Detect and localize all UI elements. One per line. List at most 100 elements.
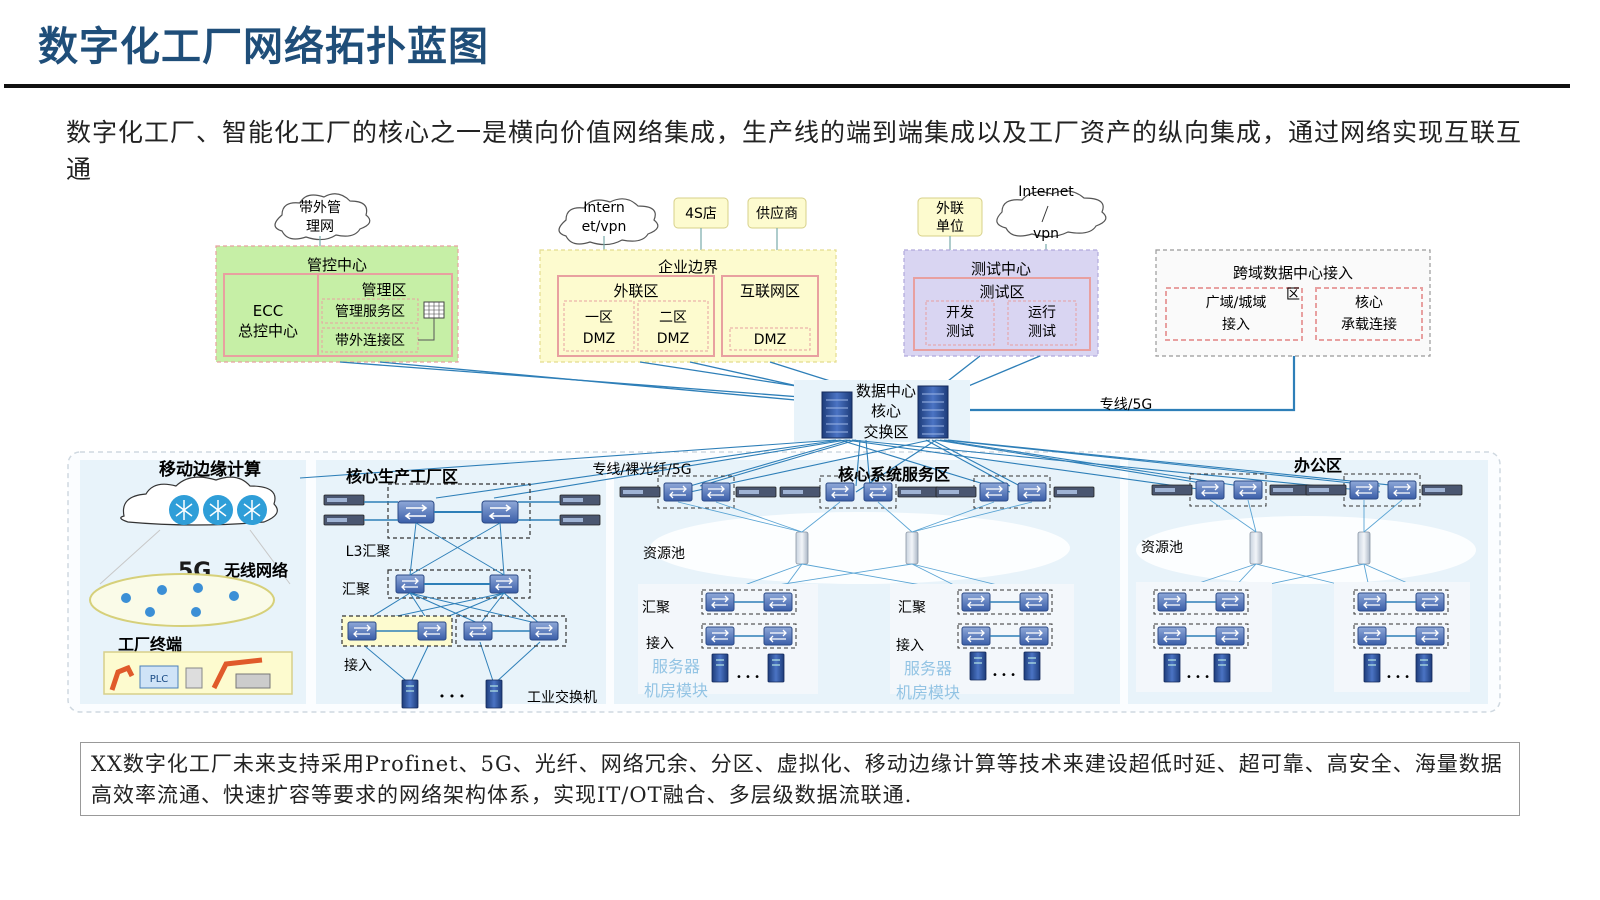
ecc-line1: ECC xyxy=(253,302,283,320)
office-access-switch-2 xyxy=(1215,626,1245,646)
office-pool-label: 资源池 xyxy=(1141,540,1183,556)
mec-label: 移动边缘计算 xyxy=(159,459,261,480)
summary-text: XX数字化工厂未来支持采用Profinet、5G、光纤、网络冗余、分区、虚拟化、… xyxy=(80,742,1520,816)
prod-access-switch-4 xyxy=(529,621,559,641)
dedicated-5g-link-label: 专线/5G xyxy=(1100,397,1152,413)
core-svc-resource-pool-cloud xyxy=(650,512,1070,584)
core-svc-switch-4 xyxy=(863,482,893,502)
office-access-switch-4 xyxy=(1415,626,1445,646)
industrial-robot-icon xyxy=(211,657,271,690)
dev-test-line1: 开发 xyxy=(946,305,974,321)
office-rack-2 xyxy=(1269,484,1311,496)
prod-agg-switch-2 xyxy=(489,574,519,594)
test-zone-label: 测试区 xyxy=(979,283,1024,301)
oob-zone-label: 带外连接区 xyxy=(335,332,405,349)
cross-dc-zone-char: 区 xyxy=(1286,287,1300,303)
wireless-coverage xyxy=(89,573,275,627)
prod-rack-2 xyxy=(323,514,365,526)
oob-network-cloud: 带外管 理网 xyxy=(274,193,371,241)
zone2-line1: 二区 xyxy=(659,310,687,326)
test-center: 测试中心 测试区 开发 测试 运行 测试 xyxy=(903,249,1099,357)
enterprise-border-label: 企业边界 xyxy=(658,258,718,276)
dc-core-switch-left xyxy=(821,391,853,439)
office-section: 办公区 资源池 xyxy=(1136,456,1476,692)
title-divider xyxy=(4,84,1570,88)
robot-arm-icon xyxy=(109,664,135,691)
industrial-switch-1 xyxy=(401,679,419,709)
office-server-4 xyxy=(1415,653,1433,683)
core-svc-rack-1 xyxy=(619,486,661,498)
core-svc-dots-1: • • • xyxy=(736,672,760,683)
ops-test-line1: 运行 xyxy=(1028,305,1056,321)
office-agg-switch-2 xyxy=(1215,592,1245,612)
core-svc-server-4 xyxy=(1023,651,1041,681)
shop-4s-box: 4S店 xyxy=(673,197,729,229)
internet-cloud: Internet vpn xyxy=(996,184,1107,242)
uplink-lines xyxy=(339,355,1296,412)
core-svc-pool-server-2 xyxy=(905,531,919,565)
office-resource-pool-cloud xyxy=(1136,516,1476,584)
prod-access-switch-2 xyxy=(417,621,447,641)
production-label: 核心生产工厂区 xyxy=(346,467,458,486)
mec-section: 移动边缘计算 5G 无线网络 工厂终端 PLC xyxy=(89,459,293,695)
prod-rack-1 xyxy=(323,494,365,506)
ext-zone-label: 外联区 xyxy=(613,282,658,300)
core-svc-agg-switch-3 xyxy=(961,592,991,612)
page-title: 数字化工厂网络拓扑蓝图 xyxy=(38,24,489,70)
office-switch-3 xyxy=(1349,480,1379,500)
dc-core-line1: 数据中心 xyxy=(856,382,916,400)
industrial-switch-2 xyxy=(485,679,503,709)
core-svc-rack-5 xyxy=(935,486,977,498)
intro-text: 数字化工厂、智能化工厂的核心之一是横向价值网络集成，生产线的端到端集成以及工厂资… xyxy=(66,118,1523,184)
wireless-network-label: 无线网络 xyxy=(223,561,288,580)
prod-agg-switch-1 xyxy=(395,574,425,594)
office-dots-2: • • • xyxy=(1386,672,1410,683)
wan-line1: 广域/城域 xyxy=(1206,295,1267,311)
core-svc-server-3 xyxy=(969,651,987,681)
core-svc-switch-6 xyxy=(1017,482,1047,502)
prod-rack-4 xyxy=(559,514,601,526)
core-services-label: 核心系统服务区 xyxy=(838,465,950,484)
core-svc-pool-label: 资源池 xyxy=(643,546,685,562)
core-svc-access-switch-4 xyxy=(1019,626,1049,646)
plc-text: PLC xyxy=(150,674,169,685)
core-svc-agg-label-1: 汇聚 xyxy=(642,600,670,616)
office-rack-1 xyxy=(1151,484,1193,496)
core-svc-pool-server-1 xyxy=(795,531,809,565)
server-module-line1-b: 服务器 xyxy=(904,659,952,678)
core-svc-dots-2: • • • xyxy=(992,670,1016,681)
office-dots-1: • • • xyxy=(1186,672,1210,683)
oob-cloud-line2: 理网 xyxy=(306,219,334,235)
office-agg-switch-3 xyxy=(1357,592,1387,612)
l3-agg-switch-2 xyxy=(481,500,519,524)
office-access-switch-1 xyxy=(1157,626,1187,646)
core-svc-top-row xyxy=(619,475,1095,509)
zone2-line2: DMZ xyxy=(657,331,689,347)
office-server-1 xyxy=(1163,653,1181,683)
office-agg-switch-1 xyxy=(1157,592,1187,612)
inet-zone-label: 互联网区 xyxy=(740,282,800,300)
office-switch-2 xyxy=(1233,480,1263,500)
core-svc-switch-5 xyxy=(979,482,1009,502)
office-pool-server-1 xyxy=(1249,531,1263,565)
l3-agg-label: L3汇聚 xyxy=(346,544,391,560)
control-center-label: 管控中心 xyxy=(307,256,367,274)
shop-4s-label: 4S店 xyxy=(685,206,717,222)
ops-test-line2: 测试 xyxy=(1028,324,1056,340)
prod-access-switch-1 xyxy=(347,621,377,641)
control-center: 管控中心 ECC 总控中心 管理区 管理服务区 带外连接区 xyxy=(215,245,459,363)
server-module-line1-a: 服务器 xyxy=(652,657,700,676)
office-switch-1 xyxy=(1195,480,1225,500)
dc-core-zone: 数据中心 核心 交换区 xyxy=(794,380,970,442)
office-server-3 xyxy=(1363,653,1381,683)
office-rack-3 xyxy=(1305,484,1347,496)
l3-agg-switch-1 xyxy=(397,500,435,524)
core-svc-rack-6 xyxy=(1053,486,1095,498)
core-carrier-line2: 承载连接 xyxy=(1341,316,1397,333)
core-svc-agg-label-2: 汇聚 xyxy=(898,600,926,616)
supplier-box: 供应商 xyxy=(747,197,807,229)
core-svc-agg-switch-4 xyxy=(1019,592,1049,612)
internet-label: Internet xyxy=(1018,184,1074,200)
internet-vpn-line2: et/vpn xyxy=(582,219,627,235)
